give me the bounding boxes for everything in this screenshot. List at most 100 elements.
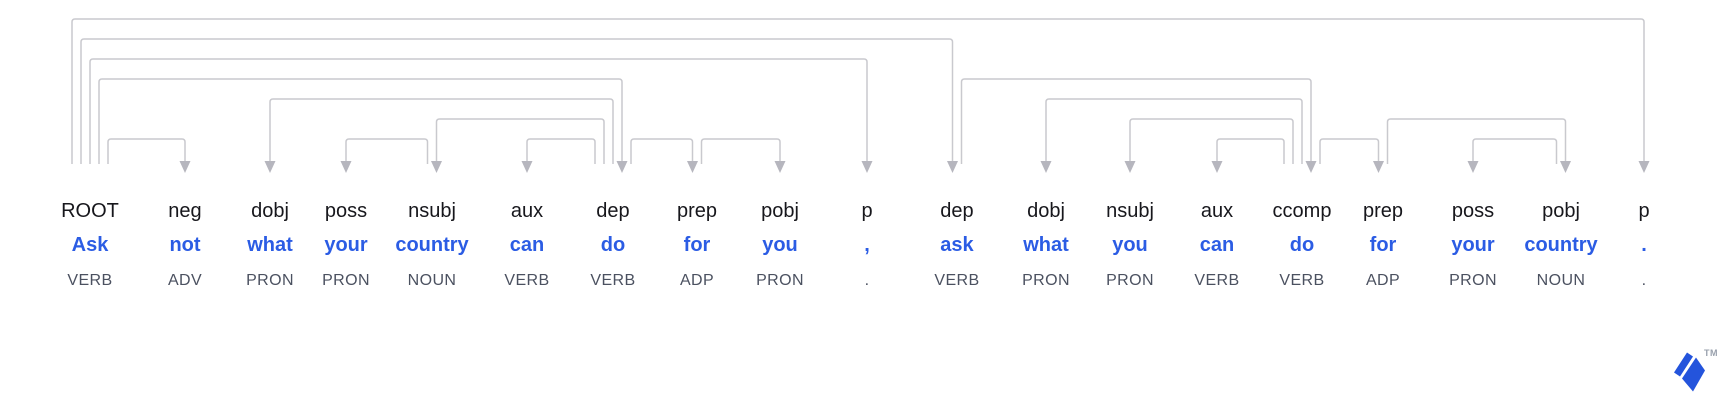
dependency-arc <box>1129 118 1294 164</box>
token-word: what <box>247 234 293 256</box>
dependency-arc <box>1045 98 1303 164</box>
dependency-arc <box>269 98 614 164</box>
dependency-arc <box>1319 138 1380 164</box>
token-dep-label: nsubj <box>408 200 456 222</box>
token-dep-label: pobj <box>761 200 799 222</box>
token-pos: NOUN <box>407 272 457 289</box>
token-word: do <box>1289 234 1315 256</box>
token-word: can <box>1199 234 1235 256</box>
arc-arrowhead-icon <box>264 161 276 173</box>
dependency-arc <box>107 138 186 164</box>
token-word: for <box>1369 234 1397 256</box>
token-word: country <box>395 234 469 256</box>
token-pos: ADP <box>1365 272 1401 289</box>
dependency-arc <box>98 78 623 164</box>
arc-arrowhead-icon <box>947 161 958 173</box>
token-dep-label: dobj <box>1027 200 1065 222</box>
arc-arrowhead-icon <box>774 161 786 173</box>
token-word: , <box>864 234 870 256</box>
arc-arrowhead-icon <box>861 161 873 173</box>
token-dep-label: dobj <box>251 200 289 222</box>
arc-arrowhead-icon <box>1040 161 1052 173</box>
token-word: you <box>1112 234 1148 256</box>
dependency-arc <box>700 138 781 164</box>
token-word: do <box>600 234 626 256</box>
dependency-arc <box>1472 138 1558 164</box>
arc-arrowhead-icon <box>1124 161 1136 173</box>
arc-arrowhead-icon <box>340 161 352 173</box>
token-pos: VERB <box>1194 272 1240 289</box>
token-dep-label: poss <box>324 200 368 222</box>
token-dep-label: p <box>1638 200 1650 222</box>
token-9: p,. <box>861 199 872 291</box>
arc-arrowhead-icon <box>1560 161 1571 173</box>
token-dep-label: p <box>861 200 873 222</box>
token-pos: VERB <box>1279 272 1325 289</box>
token-word: what <box>1023 234 1069 256</box>
token-dep-label: prep <box>676 200 718 222</box>
dependency-arc <box>1216 138 1285 164</box>
token-dep-label: poss <box>1451 200 1495 222</box>
token-pos: PRON <box>1022 272 1070 289</box>
arc-arrowhead-icon <box>521 161 533 173</box>
token-pos: PRON <box>756 272 804 289</box>
token-pos: PRON <box>322 272 370 289</box>
dependency-arc <box>960 78 1312 164</box>
dependency-arc <box>80 38 954 164</box>
dependency-arc <box>71 18 1645 164</box>
arc-arrowhead-icon <box>1211 161 1223 173</box>
token-pos: VERB <box>934 272 980 289</box>
token-word: your <box>324 234 368 256</box>
token-pos: PRON <box>246 272 294 289</box>
dependency-arc <box>345 138 429 164</box>
token-word: can <box>509 234 545 256</box>
token-pos: VERB <box>67 272 113 289</box>
token-dep-label: ROOT <box>61 200 119 222</box>
token-18: p.. <box>1638 199 1649 291</box>
token-pos: NOUN <box>1536 272 1586 289</box>
token-pos: PRON <box>1106 272 1154 289</box>
arc-arrowhead-icon <box>687 161 698 173</box>
token-pos: PRON <box>1449 272 1497 289</box>
arc-arrowhead-icon <box>179 161 191 173</box>
token-word: Ask <box>71 234 109 256</box>
arc-arrowhead-icon <box>1467 161 1479 173</box>
token-dep-label: aux <box>510 200 544 222</box>
arc-arrowhead-icon <box>1638 161 1650 173</box>
dependency-arc <box>89 58 868 164</box>
arc-arrowhead-icon <box>1373 161 1384 173</box>
token-pos: . <box>864 272 870 289</box>
token-pos: ADP <box>679 272 715 289</box>
token-pos: ADV <box>167 272 203 289</box>
token-word: ask <box>940 234 974 256</box>
token-word: not <box>169 234 201 256</box>
token-pos: VERB <box>504 272 550 289</box>
dependency-arc <box>526 138 596 164</box>
arc-arrowhead-icon <box>1305 161 1317 173</box>
token-dep-label: dep <box>596 200 630 222</box>
token-dep-label: neg <box>168 200 202 222</box>
arc-arrowhead-icon <box>431 161 442 173</box>
token-word: your <box>1451 234 1495 256</box>
trademark-label: TM <box>1704 348 1718 358</box>
token-word: you <box>762 234 798 256</box>
token-dep-label: pobj <box>1542 200 1580 222</box>
arc-arrowhead-icon <box>616 161 628 173</box>
token-dep-label: prep <box>1362 200 1404 222</box>
